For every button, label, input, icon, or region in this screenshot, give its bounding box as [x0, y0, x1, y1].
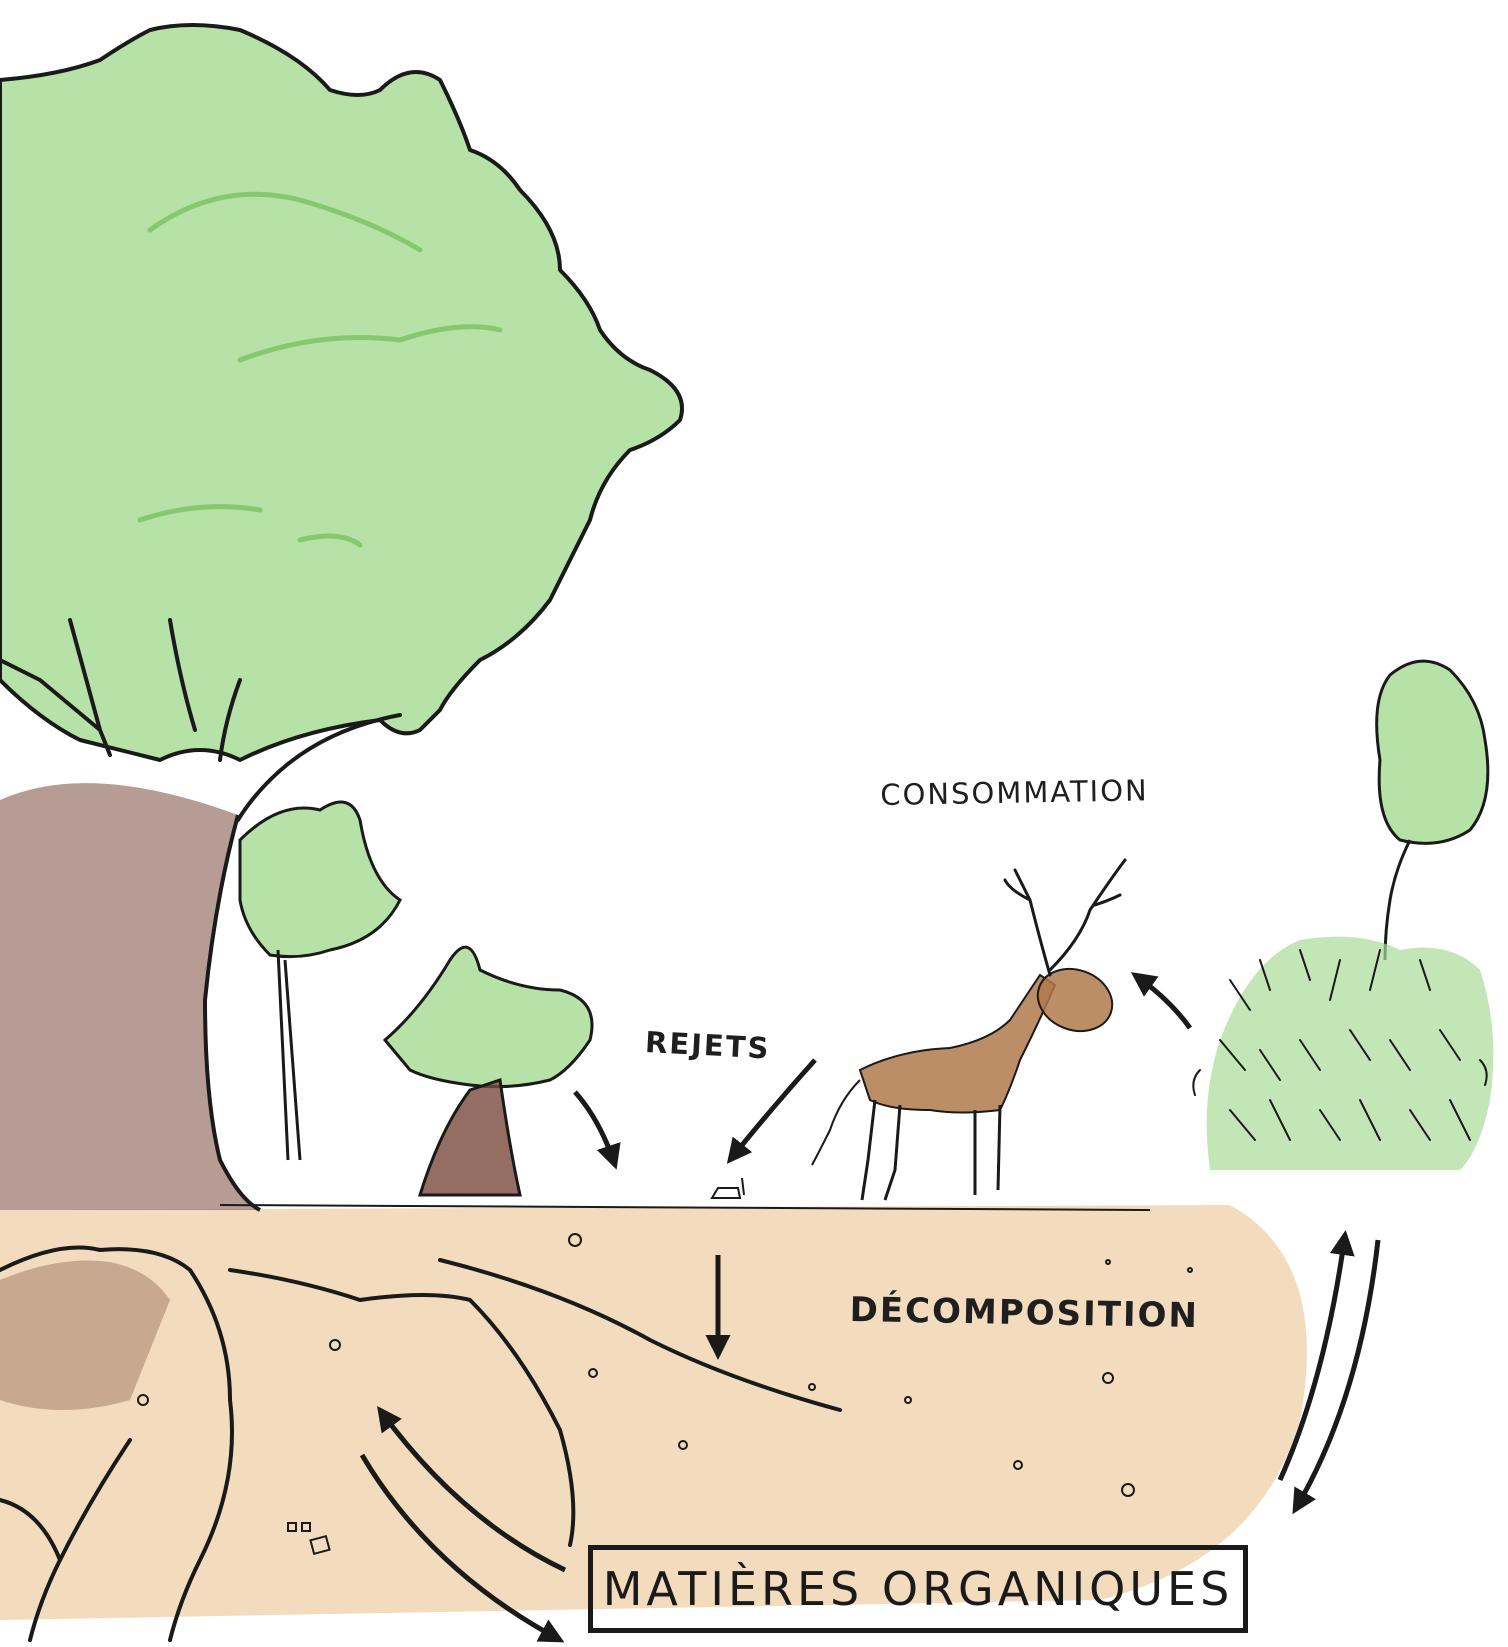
deer-head — [1029, 959, 1121, 1041]
rejets-arrow-right — [730, 1060, 815, 1160]
big-tree-canopy — [0, 25, 682, 760]
decomposition-label: DÉCOMPOSITION — [849, 1290, 1199, 1336]
consommation-arrow — [1135, 975, 1190, 1028]
matieres-organiques-label: MATIÈRES ORGANIQUES — [603, 1562, 1234, 1616]
rejets-label: REJETS — [644, 1025, 771, 1066]
medium-tree-trunk — [278, 950, 300, 1160]
small-tree-trunk — [420, 1080, 520, 1195]
medium-tree-canopy — [240, 802, 400, 957]
droppings — [712, 1178, 744, 1198]
right-tree-trunk — [1385, 840, 1410, 960]
rejets-arrow-left — [575, 1092, 615, 1165]
matieres-organiques-box: MATIÈRES ORGANIQUES — [588, 1545, 1248, 1633]
deer-antlers — [1005, 860, 1125, 975]
right-tree-canopy — [1377, 661, 1488, 843]
deer-legs — [862, 1100, 1000, 1200]
consommation-label: CONSOMMATION — [880, 773, 1149, 812]
deer-body — [860, 975, 1055, 1113]
deer-tail — [812, 1080, 860, 1165]
small-tree-canopy — [385, 947, 592, 1087]
big-tree-trunk — [0, 783, 260, 1210]
